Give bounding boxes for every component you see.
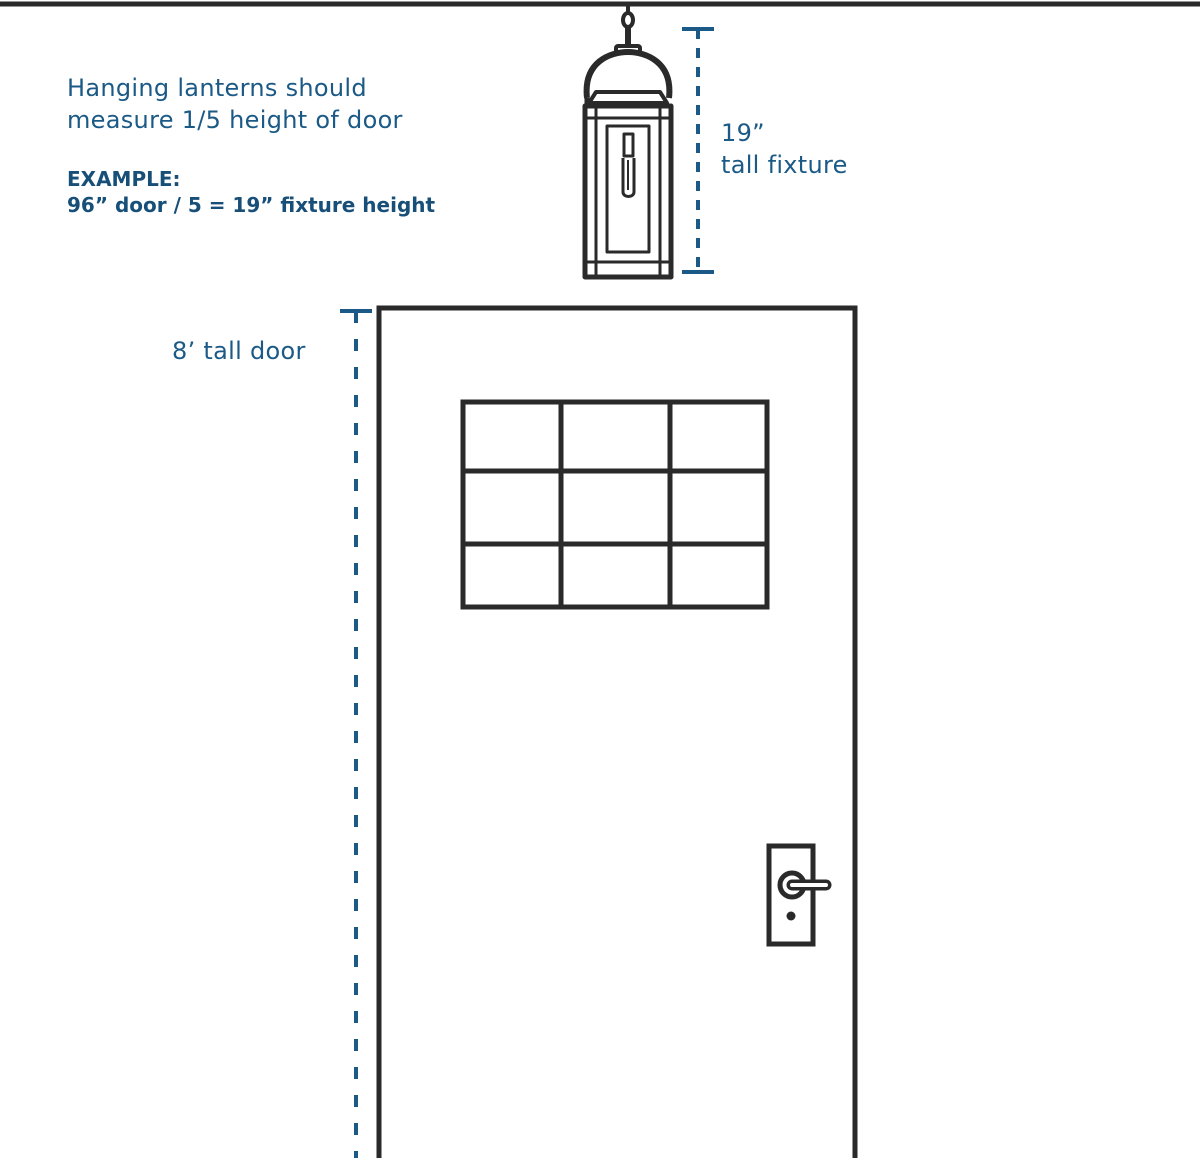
door-dimension-line xyxy=(340,309,372,1158)
door-icon xyxy=(376,305,858,1158)
example-formula: 96” door / 5 = 19” fixture height xyxy=(67,193,436,217)
fixture-height-value: 19” xyxy=(721,119,765,147)
door-window xyxy=(460,399,770,610)
door-dimension-label: 8’ tall door xyxy=(172,337,306,365)
hanging-lantern-icon xyxy=(582,6,674,280)
fixture-dimension-line xyxy=(682,27,714,274)
example-heading: EXAMPLE: xyxy=(67,167,181,191)
door-frame xyxy=(376,305,858,1158)
example-text: EXAMPLE: 96” door / 5 = 19” fixture heig… xyxy=(67,166,435,218)
fixture-height-caption: tall fixture xyxy=(721,151,848,179)
guideline-line-2: measure 1/5 height of door xyxy=(67,106,403,134)
guideline-line-1: Hanging lanterns should xyxy=(67,74,367,102)
fixture-dimension-label: 19” tall fixture xyxy=(721,117,848,181)
guideline-text: Hanging lanterns should measure 1/5 heig… xyxy=(67,72,403,136)
door-handle-icon xyxy=(766,843,832,947)
